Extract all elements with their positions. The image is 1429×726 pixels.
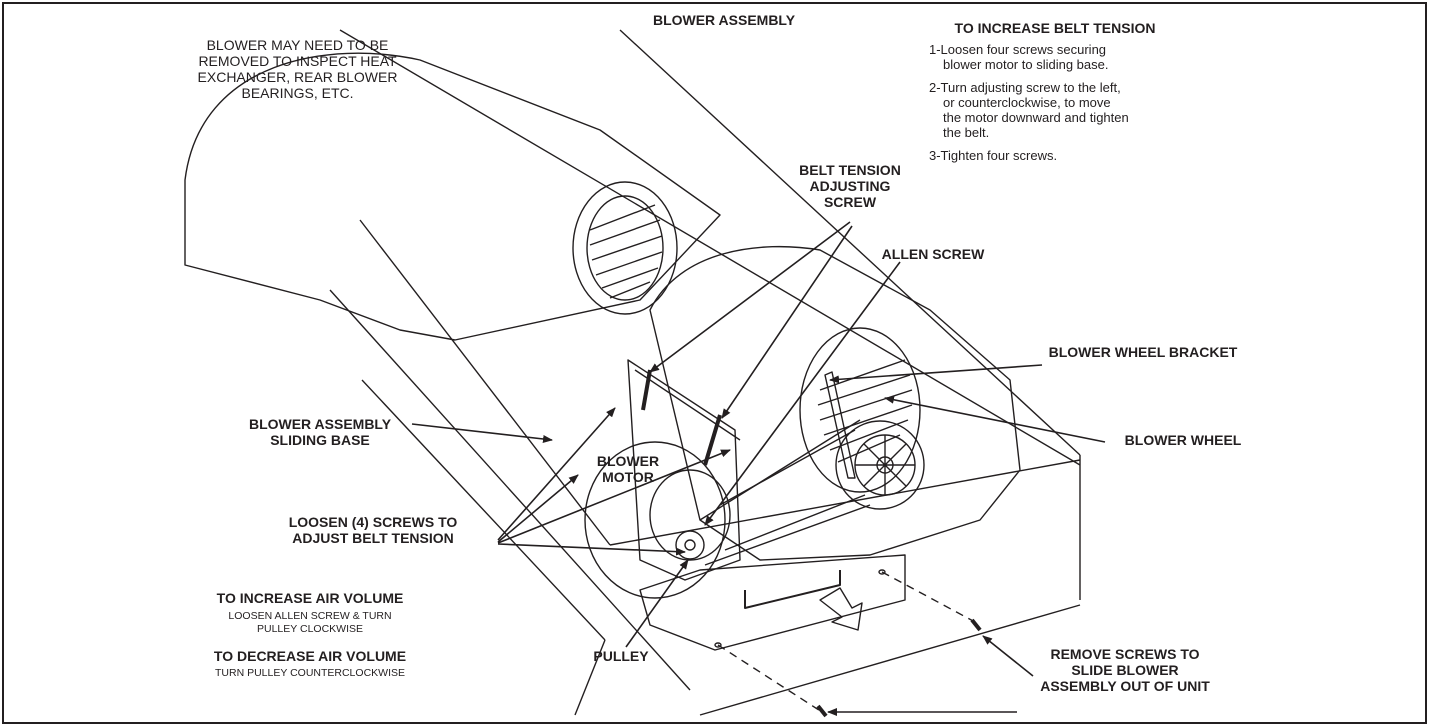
unit-rail-left-3 <box>361 379 606 641</box>
decrease-air-text: TURN PULLEY COUNTERCLOCKWISE <box>214 667 405 679</box>
label-belt-tension-adjusting-screw: BELT TENSION ADJUSTING SCREW <box>799 162 901 210</box>
front-blower-wheel <box>799 327 921 493</box>
rear-blower-inlet <box>572 181 678 315</box>
removal-note: BLOWER MAY NEED TO BE REMOVED TO INSPECT… <box>197 37 398 101</box>
belt-tension-step: 2-Turn adjusting screw to the left, or c… <box>929 80 1129 140</box>
front-blower-housing <box>649 245 1021 561</box>
unit-rail-left-2 <box>329 289 691 691</box>
label-blower-wheel-bracket: BLOWER WHEEL BRACKET <box>1048 344 1238 360</box>
belt-tension-step: 1-Loosen four screws securing blower mot… <box>929 42 1109 72</box>
wheel-bracket <box>824 371 856 479</box>
drive-belt <box>699 419 871 566</box>
unit-floor-front <box>699 604 1081 716</box>
rear-blower-housing <box>184 52 721 341</box>
slide-out-arrow <box>819 587 863 631</box>
blower-motor-body <box>584 441 726 599</box>
label-blower-wheel: BLOWER WHEEL <box>1124 432 1242 448</box>
adjusting-screw-1 <box>641 369 652 411</box>
decrease-air-heading: TO DECREASE AIR VOLUME <box>213 648 407 664</box>
blower-pulley <box>835 420 925 510</box>
sliding-base-plate <box>639 554 906 651</box>
increase-air-text: LOOSEN ALLEN SCREW & TURN PULLEY CLOCKWI… <box>228 610 392 635</box>
base-handle <box>744 570 841 609</box>
screw-path-1 <box>717 644 823 713</box>
increase-air-heading: TO INCREASE AIR VOLUME <box>216 590 404 606</box>
label-blower-motor: BLOWER MOTOR <box>596 453 660 485</box>
unit-rail-top-inner <box>619 29 1081 456</box>
screw-1 <box>816 704 828 718</box>
diagram-title: BLOWER ASSEMBLY <box>652 12 796 28</box>
belt-tension-heading: TO INCREASE BELT TENSION <box>954 20 1156 36</box>
belt-tension-step: 3-Tighten four screws. <box>929 148 1058 163</box>
screw-2 <box>970 618 982 632</box>
label-pulley: PULLEY <box>593 648 649 664</box>
unit-rail-top <box>339 29 1081 466</box>
label-remove-screws: REMOVE SCREWS TO SLIDE BLOWER ASSEMBLY O… <box>1040 646 1210 694</box>
unit-rail-left <box>359 219 611 546</box>
motor-pulley <box>675 530 705 560</box>
adjusting-screw-2 <box>703 414 722 466</box>
label-sliding-base: BLOWER ASSEMBLY SLIDING BASE <box>248 416 392 448</box>
belt-tension-steps: 1-Loosen four screws securing blower mot… <box>929 42 1129 171</box>
label-loosen-screws: LOOSEN (4) SCREWS TO ADJUST BELT TENSION <box>288 514 458 546</box>
label-allen-screw: ALLEN SCREW <box>881 246 985 262</box>
screw-path-2 <box>881 571 976 623</box>
unit-left-edge <box>574 639 606 716</box>
